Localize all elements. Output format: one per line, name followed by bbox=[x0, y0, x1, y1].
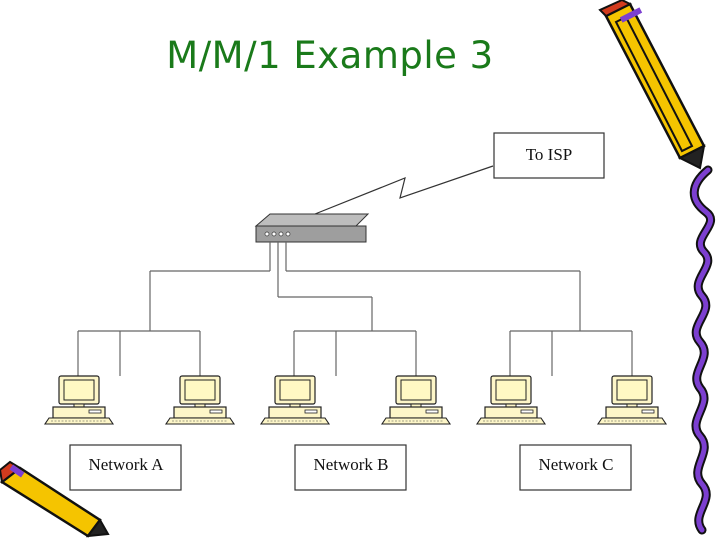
computer-icon bbox=[476, 375, 546, 425]
isp-box bbox=[493, 132, 605, 179]
network-b-box bbox=[294, 444, 407, 491]
computer-icon bbox=[597, 375, 667, 425]
lan-wiring bbox=[77, 242, 633, 376]
slide-title: M/M/1 Example 3 bbox=[166, 34, 494, 77]
pencil-icon bbox=[598, 0, 706, 170]
computer-icon bbox=[381, 375, 451, 425]
pencil-icon bbox=[0, 460, 110, 538]
network-b-label: Network B bbox=[313, 455, 388, 474]
computer-icon bbox=[260, 375, 330, 425]
network-a-box bbox=[69, 444, 182, 491]
network-c-label: Network C bbox=[538, 455, 613, 474]
wan-link bbox=[314, 165, 494, 215]
router-icon bbox=[254, 213, 370, 243]
computer-icon bbox=[44, 375, 114, 425]
isp-label: To ISP bbox=[526, 145, 573, 164]
computer-icon bbox=[165, 375, 235, 425]
network-c-box bbox=[519, 444, 632, 491]
network-a-label: Network A bbox=[88, 455, 164, 474]
squiggle-line-icon bbox=[691, 167, 714, 533]
